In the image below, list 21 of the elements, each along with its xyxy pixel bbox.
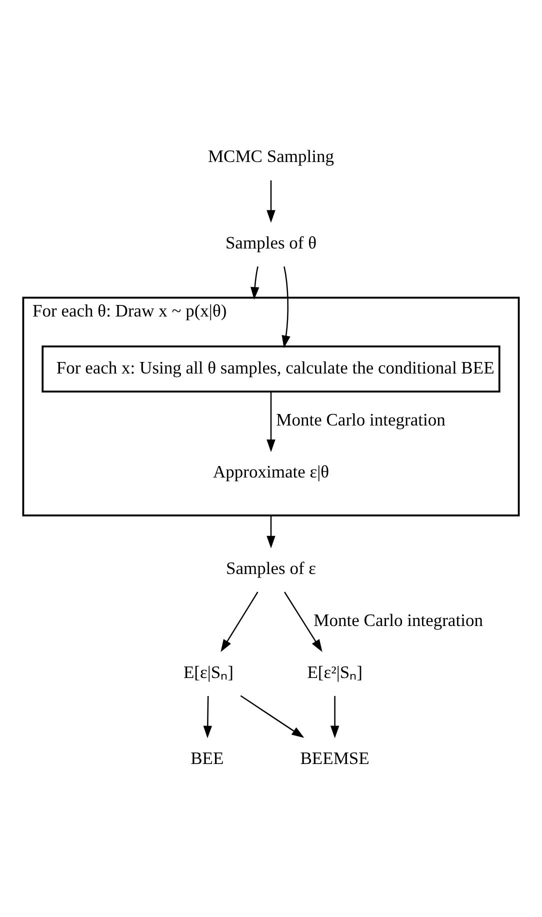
arrow <box>203 696 212 738</box>
arrow <box>330 696 340 738</box>
arrow <box>284 592 322 652</box>
node-text: Samples of θ <box>225 232 317 253</box>
arrow <box>282 266 290 348</box>
node-text: Approximate ε|θ <box>212 462 330 482</box>
arrow <box>266 392 276 452</box>
node-text: Samples of ε <box>226 558 316 578</box>
arrow <box>266 515 276 548</box>
arrow <box>220 592 258 652</box>
edge-label: Monte Carlo integration <box>314 610 483 630</box>
node-text: MCMC Sampling <box>208 146 334 166</box>
node-box: For each x: Using all θ samples, calculate the conditional BEE <box>42 346 500 392</box>
arrow <box>240 695 304 738</box>
node-text: E[ε²|Sₙ] <box>307 662 362 682</box>
node-text: BEEMSE <box>300 748 370 768</box>
arrow <box>250 266 260 300</box>
edge-label: Monte Carlo integration <box>276 410 446 430</box>
arrow <box>266 180 276 223</box>
node-text: BEE <box>190 748 224 768</box>
node-text: E[ε|Sₙ] <box>183 662 234 682</box>
